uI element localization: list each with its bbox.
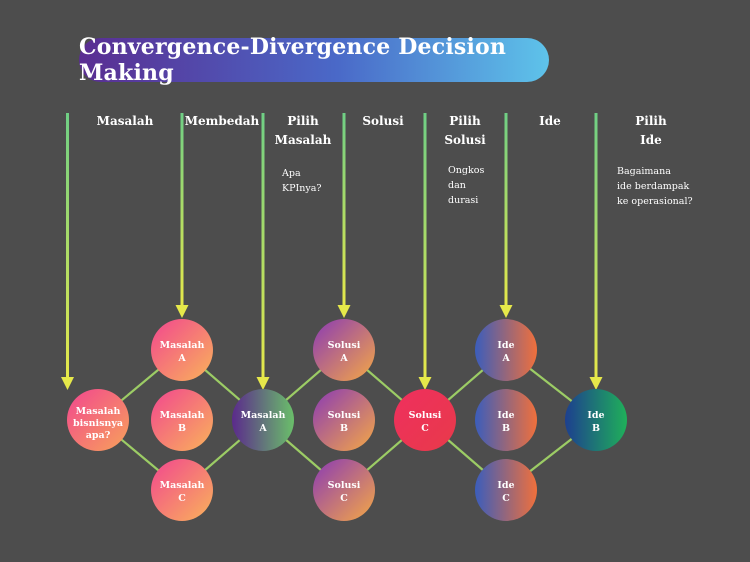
node-label: Solusi bbox=[328, 340, 361, 351]
column-label-membedah: Membedah bbox=[184, 114, 260, 128]
node-masalah-c: Masalah C bbox=[151, 459, 213, 521]
node-label: C bbox=[340, 493, 348, 504]
arrow-pilih-ide bbox=[589, 113, 603, 390]
node-label: bisnisnya bbox=[73, 418, 123, 429]
node-label: B bbox=[592, 423, 600, 434]
arrow-pilih-solusi bbox=[418, 113, 432, 390]
arrow-ide bbox=[499, 113, 513, 318]
node-label: A bbox=[501, 353, 510, 364]
node-label: Solusi bbox=[328, 480, 361, 491]
node-label: B bbox=[340, 423, 348, 434]
column-label-pilih-solusi: Pilih Solusi bbox=[444, 114, 486, 147]
node-label: Masalah bbox=[76, 406, 121, 417]
node-label: A bbox=[339, 353, 348, 364]
node-solusi-a: Solusi A bbox=[313, 319, 375, 381]
node-ide-c: Ide C bbox=[475, 459, 537, 521]
node-label: C bbox=[502, 493, 510, 504]
node-ide-a: Ide A bbox=[475, 319, 537, 381]
node-solusi-b: Solusi B bbox=[313, 389, 375, 451]
node-label: Ide bbox=[587, 410, 604, 421]
diagram-title: Convergence-Divergence Decision Making bbox=[79, 34, 507, 86]
node-masalah-a: Masalah A bbox=[151, 319, 213, 381]
arrow-membedah bbox=[175, 113, 189, 318]
title-banner: Convergence-Divergence Decision Making bbox=[79, 34, 549, 86]
node-masalah-b: Masalah B bbox=[151, 389, 213, 451]
node-masalah-selected: Masalah A bbox=[232, 389, 294, 451]
note-operational-impact: Bagaimana ide berdampak ke operasional? bbox=[617, 166, 693, 207]
node-label: C bbox=[178, 493, 186, 504]
arrow-pilih-masalah bbox=[256, 113, 270, 390]
arrow-masalah bbox=[61, 113, 74, 390]
node-label: B bbox=[178, 423, 186, 434]
node-label: Masalah bbox=[160, 480, 205, 491]
node-label: Ide bbox=[497, 340, 514, 351]
node-solusi-c: Solusi C bbox=[313, 459, 375, 521]
node-label: A bbox=[177, 353, 186, 364]
node-label: apa? bbox=[86, 430, 111, 441]
column-label-pilih-ide: Pilih Ide bbox=[635, 114, 667, 147]
node-label: B bbox=[502, 423, 510, 434]
node-ide-selected: Ide B bbox=[565, 389, 627, 451]
column-label-masalah: Masalah bbox=[96, 114, 154, 128]
node-label: Ide bbox=[497, 410, 514, 421]
node-label: Masalah bbox=[160, 410, 205, 421]
node-label: Solusi bbox=[328, 410, 361, 421]
column-label-ide: Ide bbox=[539, 114, 561, 128]
note-cost-duration: Ongkos dan durasi bbox=[448, 165, 485, 206]
column-label-pilih-masalah: Pilih Masalah bbox=[274, 114, 332, 147]
node-label: Solusi bbox=[409, 410, 442, 421]
column-label-solusi: Solusi bbox=[362, 114, 404, 128]
node-label: Ide bbox=[497, 480, 514, 491]
node-label: A bbox=[258, 423, 267, 434]
arrow-solusi bbox=[337, 113, 351, 318]
node-label: Masalah bbox=[160, 340, 205, 351]
node-start: Masalah bisnisnya apa? bbox=[67, 389, 129, 451]
node-label: C bbox=[421, 423, 429, 434]
node-label: Masalah bbox=[241, 410, 286, 421]
flow-arrows bbox=[61, 113, 603, 390]
note-kpi: Apa KPInya? bbox=[282, 168, 322, 194]
node-solusi-selected: Solusi C bbox=[394, 389, 456, 451]
node-ide-b: Ide B bbox=[475, 389, 537, 451]
